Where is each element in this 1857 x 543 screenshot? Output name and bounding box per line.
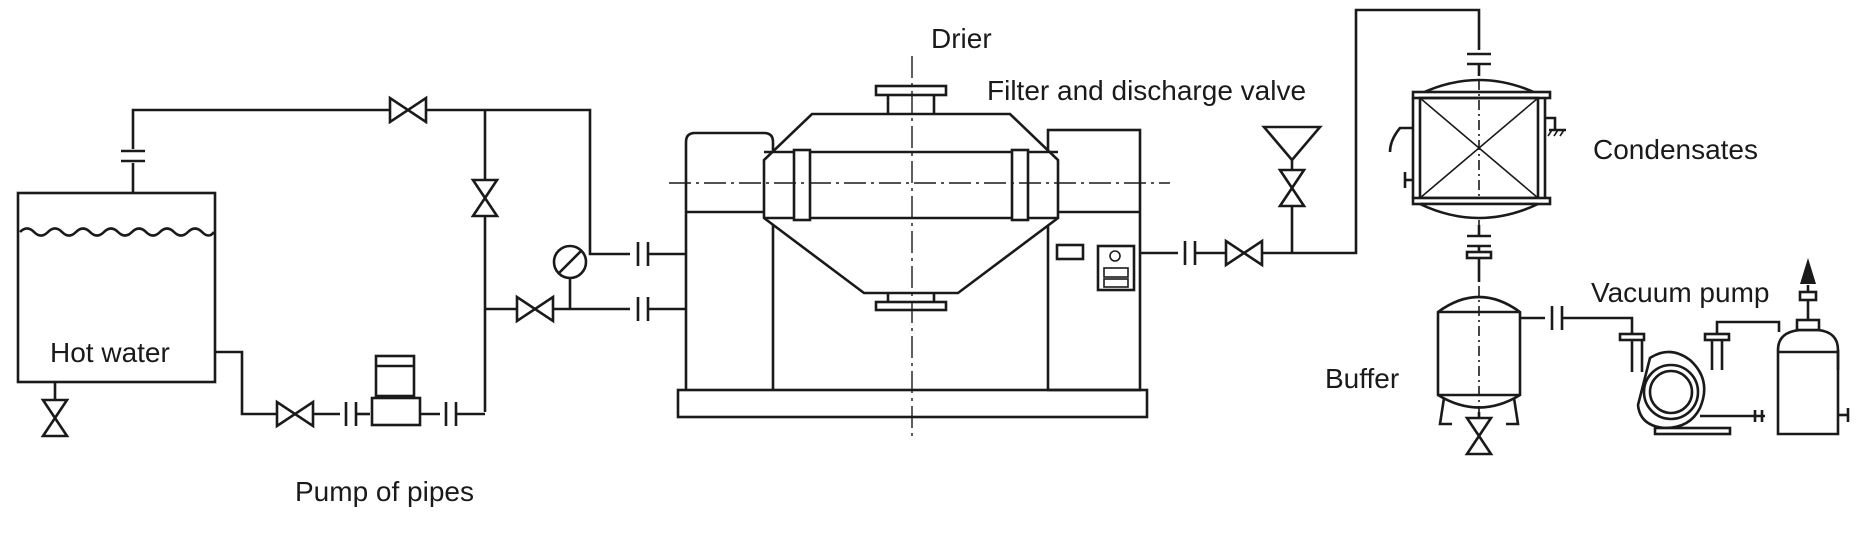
label-drier: Drier <box>931 23 992 54</box>
return-valve <box>515 295 555 323</box>
filter-funnel-icon <box>1261 125 1323 163</box>
condenser <box>1388 78 1566 282</box>
pump-suction-pipe <box>215 350 370 428</box>
control-panel-display <box>1055 243 1085 261</box>
label-vacuum-pump: Vacuum pump <box>1591 277 1769 308</box>
label-pump-of-pipes: Pump of pipes <box>295 476 474 507</box>
label-hot-water: Hot water <box>50 337 170 368</box>
pump-inlet-valve <box>275 400 315 428</box>
discharge-valve <box>1224 239 1264 267</box>
buffer-tank <box>1436 286 1646 456</box>
return-pipe <box>485 244 685 323</box>
buffer-drain-valve <box>1465 416 1493 456</box>
circulation-pump <box>370 354 485 428</box>
supply-valve <box>388 96 428 124</box>
label-condensates: Condensates <box>1593 134 1758 165</box>
tank-drain-valve <box>41 398 69 438</box>
bypass-valve <box>471 178 499 218</box>
hot-water-tank <box>16 191 217 438</box>
centre-lines <box>669 56 1170 437</box>
label-filter-valve: Filter and discharge valve <box>987 75 1306 106</box>
label-buffer: Buffer <box>1325 363 1399 394</box>
exhaust-arrow-icon <box>1800 258 1816 284</box>
drier <box>676 84 1149 419</box>
hot-water-supply-pipe <box>119 96 685 412</box>
control-panel <box>1096 244 1136 292</box>
vacuum-pump <box>1630 258 1850 436</box>
vacuum-line <box>1140 8 1493 267</box>
water-surface <box>19 227 216 237</box>
filter-valve <box>1278 168 1306 208</box>
